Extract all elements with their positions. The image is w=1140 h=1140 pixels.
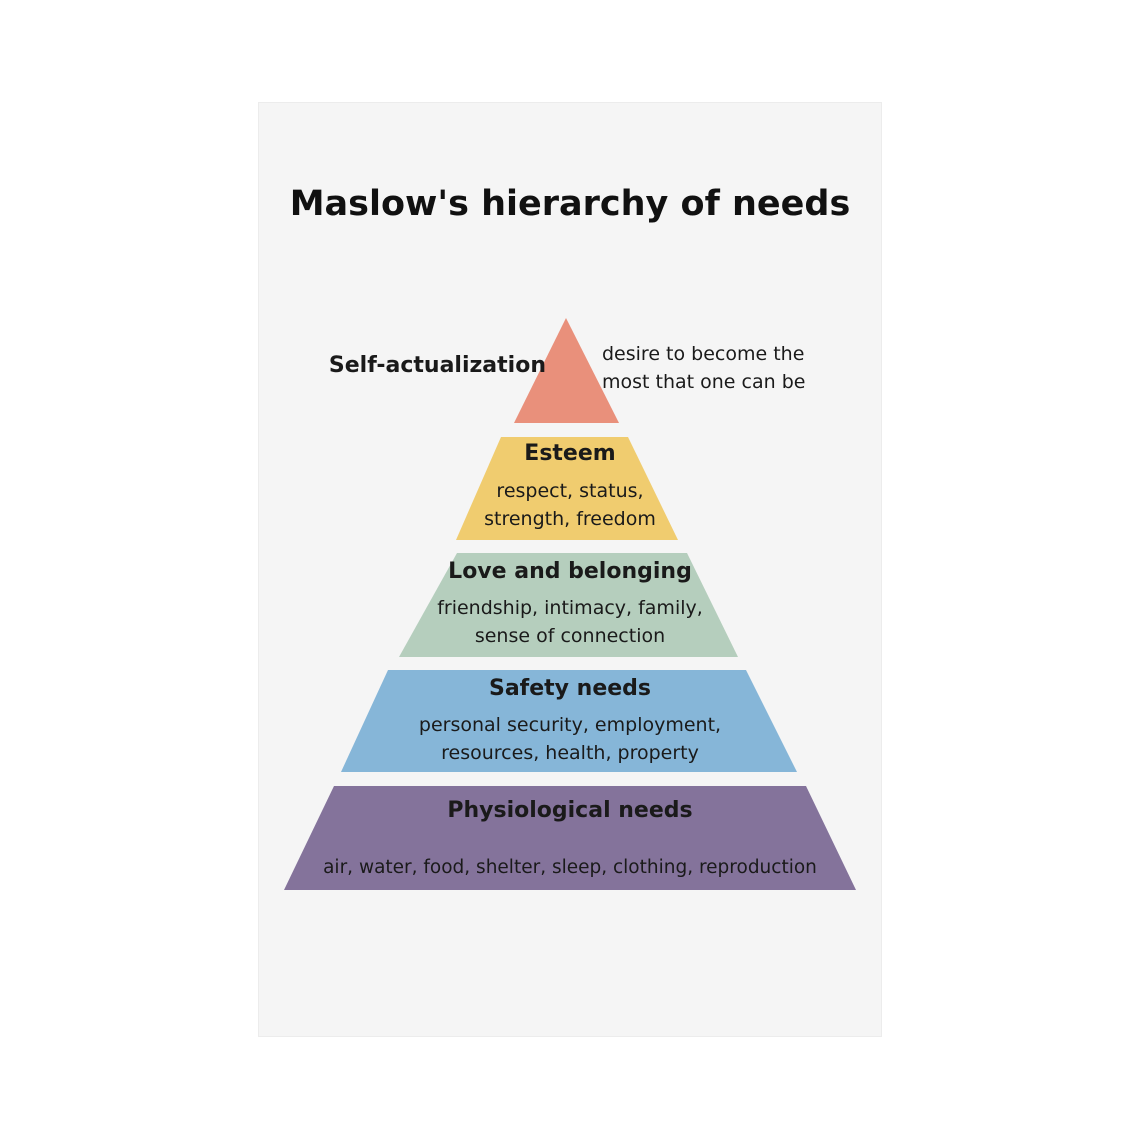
self-actualization-description-line: desire to become the	[602, 343, 805, 365]
love-belonging-description-line: sense of connection	[474, 625, 666, 647]
esteem-heading: Esteem	[524, 441, 616, 466]
safety-needs-heading: Safety needs	[488, 676, 652, 701]
safety-needs-description-line: resources, health, property	[441, 742, 699, 764]
love-belonging-heading: Love and belonging	[448, 559, 692, 584]
tier-safety-needs	[341, 670, 797, 772]
diagram-title: Maslow's hierarchy of needs	[289, 184, 851, 224]
safety-needs-description-line: personal security, employment,	[418, 714, 722, 736]
tier-self-actualization	[514, 318, 619, 423]
love-belonging-description-line: friendship, intimacy, family,	[437, 597, 703, 619]
self-actualization-description: desire to become the most that one can b…	[602, 340, 805, 396]
tier-physiological-needs	[284, 786, 856, 890]
esteem-description-line: respect, status,	[496, 480, 644, 502]
tier-esteem	[456, 437, 678, 540]
physiological-needs-description: air, water, food, shelter, sleep, clothi…	[290, 854, 850, 882]
physiological-needs-heading: Physiological needs	[447, 798, 693, 823]
safety-needs-description: personal security, employment, resources…	[370, 711, 770, 767]
esteem-description-line: strength, freedom	[484, 508, 656, 530]
love-belonging-description: friendship, intimacy, family, sense of c…	[370, 594, 770, 650]
self-actualization-heading: Self-actualization	[328, 353, 546, 378]
tier-love-and-belonging	[399, 553, 738, 657]
physiological-needs-description-line: air, water, food, shelter, sleep, clothi…	[323, 857, 817, 878]
esteem-description: respect, status, strength, freedom	[420, 477, 720, 533]
self-actualization-description-line: most that one can be	[602, 371, 806, 393]
